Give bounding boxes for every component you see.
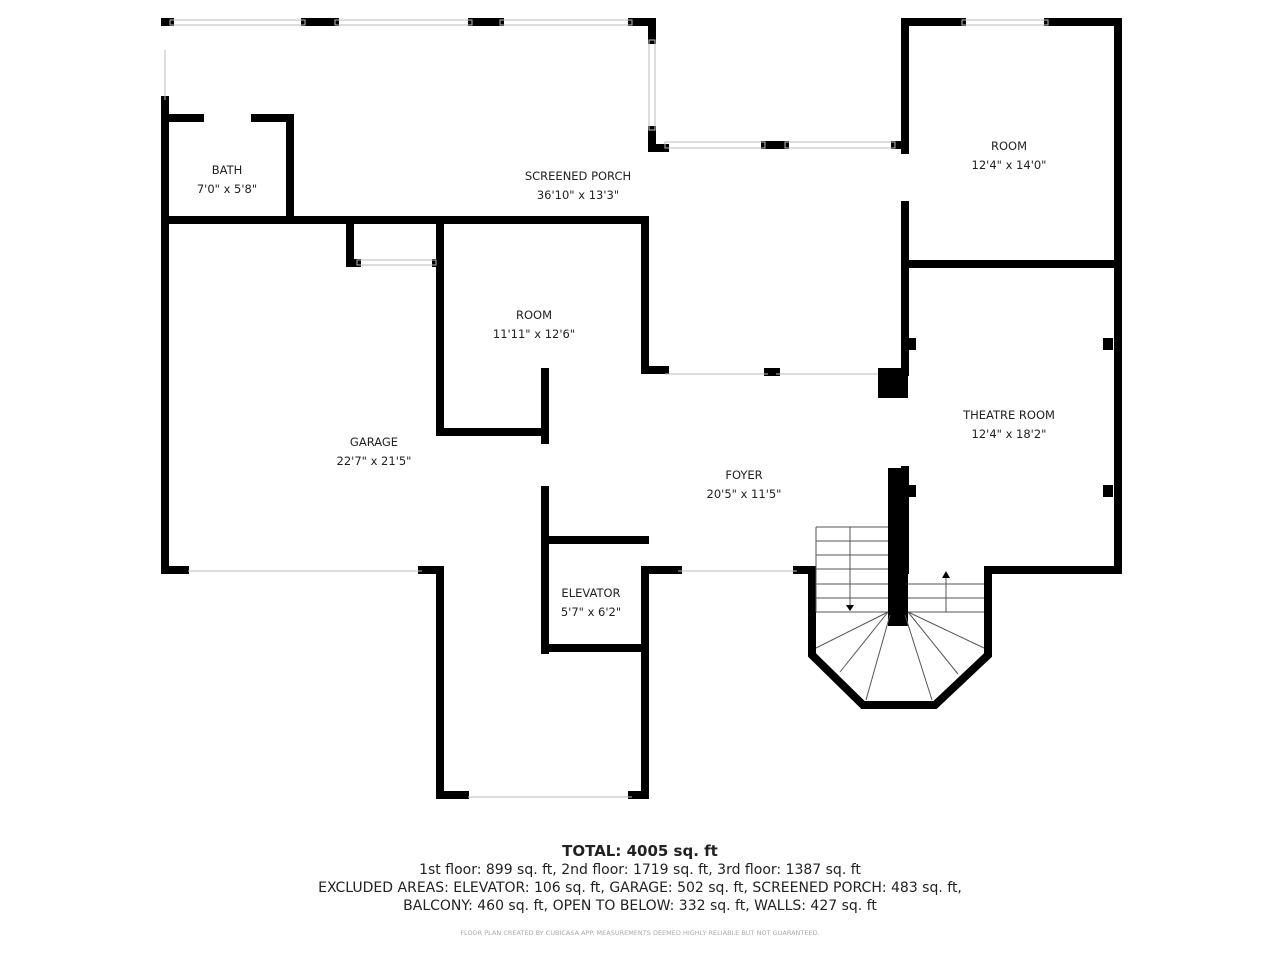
room-dims: 11'11" x 12'6" — [492, 327, 576, 341]
walls — [161, 18, 1122, 799]
stair-down-arrow-icon — [846, 605, 854, 611]
room-label-bath: BATH 7'0" x 5'8" — [197, 161, 257, 199]
room-dims: 22'7" x 21'5" — [336, 454, 412, 468]
room-label-room-middle: ROOM 11'11" x 12'6" — [493, 306, 575, 344]
room-label-screened-porch: SCREENED PORCH 36'10" x 13'3" — [525, 167, 631, 205]
windows — [164, 19, 1049, 798]
total-area: TOTAL: 4005 sq. ft — [562, 842, 718, 860]
room-label-elevator: ELEVATOR 5'7" x 6'2" — [561, 584, 621, 622]
room-dims: 5'7" x 6'2" — [560, 605, 622, 619]
room-name: ROOM — [990, 139, 1028, 153]
room-name: THEATRE ROOM — [963, 408, 1055, 422]
room-label-foyer: FOYER 20'5" x 11'5" — [707, 466, 782, 504]
room-name: BATH — [211, 163, 243, 177]
room-dims: 12'4" x 14'0" — [971, 158, 1047, 172]
room-dims: 20'5" x 11'5" — [706, 487, 782, 501]
room-dims: 36'10" x 13'3" — [536, 188, 620, 202]
room-label-garage: GARAGE 22'7" x 21'5" — [337, 433, 412, 471]
room-name: ELEVATOR — [561, 586, 621, 600]
excluded-areas-1: EXCLUDED AREAS: ELEVATOR: 106 sq. ft, GA… — [318, 880, 962, 896]
room-name: FOYER — [725, 468, 763, 482]
credit-note: FLOOR PLAN CREATED BY CUBICASA APP. MEAS… — [460, 929, 820, 937]
room-name: GARAGE — [349, 435, 399, 449]
room-dims: 7'0" x 5'8" — [196, 182, 258, 196]
room-name: ROOM — [515, 308, 553, 322]
excluded-areas-2: BALCONY: 460 sq. ft, OPEN TO BELOW: 332 … — [403, 898, 877, 914]
stair-up-arrow-icon — [942, 571, 950, 578]
room-name: SCREENED PORCH — [524, 169, 632, 183]
room-label-room-upper: ROOM 12'4" x 14'0" — [972, 137, 1047, 175]
room-label-theatre: THEATRE ROOM 12'4" x 18'2" — [963, 406, 1055, 444]
staircase — [815, 526, 985, 701]
floor-areas: 1st floor: 899 sq. ft, 2nd floor: 1719 s… — [419, 862, 861, 878]
room-dims: 12'4" x 18'2" — [971, 427, 1047, 441]
pillars — [878, 338, 1113, 626]
